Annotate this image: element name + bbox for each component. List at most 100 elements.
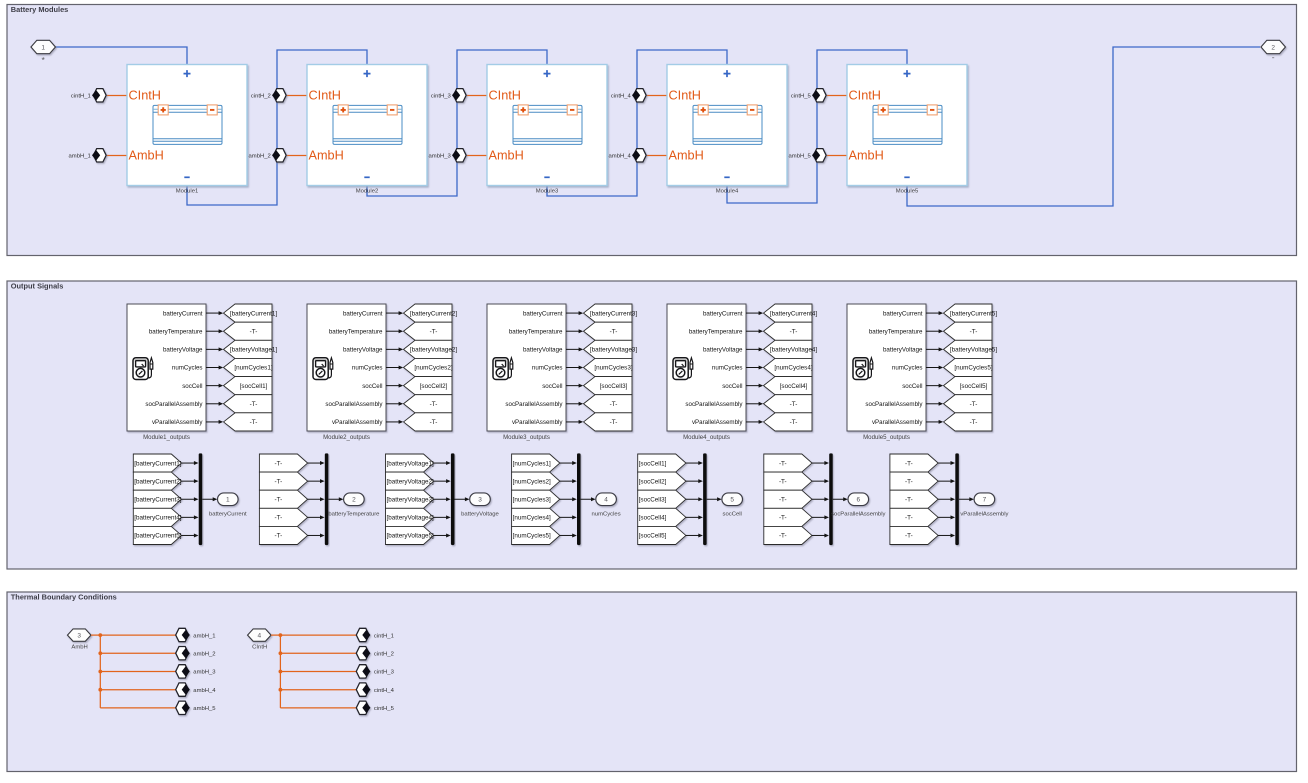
- svg-text:AmbH: AmbH: [669, 149, 704, 163]
- svg-text:batteryTemperature: batteryTemperature: [329, 328, 383, 335]
- svg-text:1: 1: [41, 44, 45, 51]
- svg-text:[batteryCurrent3]: [batteryCurrent3]: [590, 310, 637, 317]
- svg-text:vParallelAssembly: vParallelAssembly: [332, 419, 383, 426]
- svg-text:batteryTemperature: batteryTemperature: [328, 511, 380, 517]
- svg-text:-T-: -T-: [905, 460, 913, 467]
- svg-text:Module3: Module3: [536, 188, 559, 194]
- svg-text:4: 4: [604, 497, 608, 504]
- svg-text:batteryTemperature: batteryTemperature: [869, 328, 923, 335]
- svg-text:batteryCurrent: batteryCurrent: [209, 511, 247, 517]
- svg-text:socParallelAssembly: socParallelAssembly: [865, 401, 923, 408]
- svg-text:-T-: -T-: [905, 478, 913, 485]
- svg-text:[numCycles1]: [numCycles1]: [513, 460, 551, 467]
- svg-text:-T-: -T-: [790, 328, 798, 335]
- svg-text:-T-: -T-: [275, 533, 283, 540]
- svg-text:batteryCurrent: batteryCurrent: [523, 310, 563, 317]
- svg-text:[batteryVoltage5]: [batteryVoltage5]: [950, 347, 998, 354]
- svg-text:socParallelAssembly: socParallelAssembly: [145, 401, 203, 408]
- svg-text:CIntH: CIntH: [129, 89, 161, 103]
- svg-text:socParallelAssembly: socParallelAssembly: [325, 401, 383, 408]
- svg-text:cintH_5: cintH_5: [791, 94, 812, 100]
- svg-text:[socCell4]: [socCell4]: [780, 383, 808, 390]
- svg-text:batteryVoltage: batteryVoltage: [523, 347, 563, 354]
- svg-text:Module5_outputs: Module5_outputs: [863, 434, 910, 441]
- svg-text:6: 6: [856, 497, 860, 504]
- svg-text:-T-: -T-: [275, 478, 283, 485]
- svg-text:[batteryVoltage1]: [batteryVoltage1]: [230, 347, 278, 354]
- svg-text:[batteryVoltage2]: [batteryVoltage2]: [410, 347, 458, 354]
- svg-text:-T-: -T-: [275, 496, 283, 503]
- svg-text:5: 5: [730, 497, 734, 504]
- svg-text:CIntH: CIntH: [252, 645, 267, 651]
- svg-text:ambH_5: ambH_5: [789, 154, 812, 160]
- svg-text:3: 3: [478, 497, 482, 504]
- svg-text:ambH_5: ambH_5: [193, 706, 216, 712]
- svg-text:3: 3: [77, 632, 81, 639]
- svg-text:cintH_4: cintH_4: [374, 688, 395, 694]
- svg-text:-: -: [1272, 52, 1275, 62]
- svg-text:AmbH: AmbH: [489, 149, 524, 163]
- svg-text:-T-: -T-: [779, 515, 787, 522]
- svg-text:batteryCurrent: batteryCurrent: [163, 310, 203, 317]
- svg-text:numCycles: numCycles: [712, 365, 743, 372]
- svg-text:socCell: socCell: [723, 511, 742, 517]
- svg-text:[batteryVoltage4]: [batteryVoltage4]: [387, 515, 435, 522]
- svg-text:ambH_3: ambH_3: [429, 154, 452, 160]
- svg-text:batteryTemperature: batteryTemperature: [149, 328, 203, 335]
- svg-text:[batteryCurrent4]: [batteryCurrent4]: [134, 515, 181, 522]
- svg-text:Module1_outputs: Module1_outputs: [143, 434, 190, 441]
- svg-text:[batteryVoltage4]: [batteryVoltage4]: [770, 347, 818, 354]
- svg-text:batteryTemperature: batteryTemperature: [689, 328, 743, 335]
- svg-text:[batteryCurrent5]: [batteryCurrent5]: [134, 533, 181, 540]
- svg-text:Module4_outputs: Module4_outputs: [683, 434, 730, 441]
- svg-text:Thermal Boundary Conditions: Thermal Boundary Conditions: [11, 593, 117, 602]
- svg-text:vParallelAssembly: vParallelAssembly: [512, 419, 563, 426]
- svg-text:[batteryVoltage3]: [batteryVoltage3]: [387, 496, 435, 503]
- svg-text:cintH_3: cintH_3: [374, 670, 395, 676]
- svg-text:cintH_4: cintH_4: [611, 94, 632, 100]
- svg-text:[batteryCurrent2]: [batteryCurrent2]: [134, 478, 181, 485]
- svg-text:CIntH: CIntH: [669, 89, 701, 103]
- svg-text:[batteryVoltage1]: [batteryVoltage1]: [387, 460, 435, 467]
- svg-text:[socCell3]: [socCell3]: [600, 383, 628, 390]
- svg-text:cintH_1: cintH_1: [71, 94, 91, 100]
- svg-text:[numCycles5]: [numCycles5]: [954, 365, 992, 372]
- svg-text:CIntH: CIntH: [849, 89, 881, 103]
- svg-text:batteryVoltage: batteryVoltage: [343, 347, 383, 354]
- svg-text:batteryCurrent: batteryCurrent: [703, 310, 743, 317]
- svg-text:cintH_1: cintH_1: [374, 633, 394, 639]
- svg-text:-T-: -T-: [779, 496, 787, 503]
- svg-text:Output Signals: Output Signals: [11, 282, 64, 291]
- svg-text:cintH_2: cintH_2: [374, 652, 394, 658]
- svg-text:Battery Modules: Battery Modules: [11, 5, 69, 14]
- svg-text:[batteryCurrent3]: [batteryCurrent3]: [134, 496, 181, 503]
- svg-text:[socCell2]: [socCell2]: [420, 383, 448, 390]
- svg-text:vParallelAssembly: vParallelAssembly: [960, 511, 1008, 517]
- svg-text:-T-: -T-: [430, 419, 438, 426]
- svg-text:4: 4: [257, 632, 261, 639]
- svg-text:-T-: -T-: [779, 460, 787, 467]
- svg-text:-T-: -T-: [905, 515, 913, 522]
- svg-text:2: 2: [1271, 44, 1275, 51]
- svg-text:-T-: -T-: [610, 401, 618, 408]
- svg-text:[numCycles2]: [numCycles2]: [414, 365, 452, 372]
- svg-text:vParallelAssembly: vParallelAssembly: [872, 419, 923, 426]
- svg-text:ambH_4: ambH_4: [609, 154, 632, 160]
- svg-text:-T-: -T-: [250, 419, 258, 426]
- svg-text:batteryCurrent: batteryCurrent: [883, 310, 923, 317]
- svg-text:batteryVoltage: batteryVoltage: [461, 511, 499, 517]
- svg-text:socCell: socCell: [362, 383, 382, 390]
- svg-text:CIntH: CIntH: [489, 89, 521, 103]
- svg-text:numCycles: numCycles: [532, 365, 563, 372]
- svg-text:-T-: -T-: [970, 328, 978, 335]
- svg-text:-T-: -T-: [250, 401, 258, 408]
- svg-text:Module3_outputs: Module3_outputs: [503, 434, 550, 441]
- svg-text:-T-: -T-: [430, 328, 438, 335]
- svg-text:[socCell1]: [socCell1]: [240, 383, 268, 390]
- svg-text:Module4: Module4: [716, 188, 739, 194]
- svg-text:[socCell4]: [socCell4]: [639, 515, 667, 522]
- svg-text:[socCell5]: [socCell5]: [960, 383, 988, 390]
- svg-text:-T-: -T-: [905, 533, 913, 540]
- svg-text:-T-: -T-: [790, 419, 798, 426]
- svg-text:Module5: Module5: [896, 188, 919, 194]
